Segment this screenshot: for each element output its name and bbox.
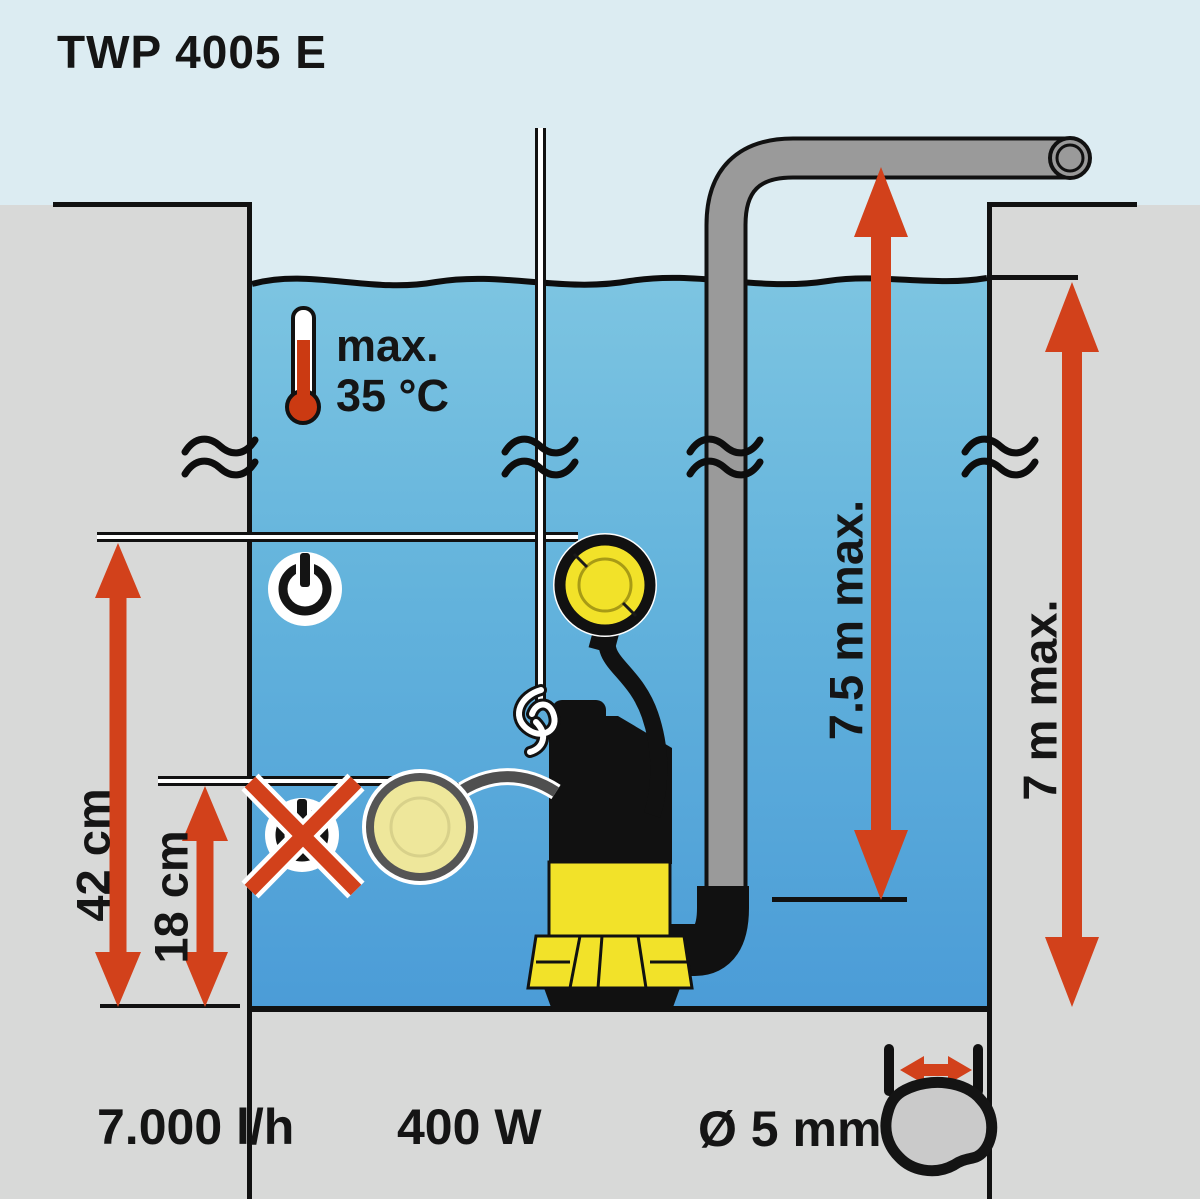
float-switch-inactive [362,768,561,885]
pebble-icon [880,1044,998,1177]
submersible-pump [526,700,694,1010]
rope [535,128,546,708]
float-cable [598,626,668,818]
immersion-depth-label: 7 m max. [1013,599,1067,801]
rope-knot [513,684,561,758]
pump-body-yellow [547,860,672,940]
switch-off-level-label: 18 cm [144,830,198,964]
switch-on-level-label: 42 cm [66,788,120,922]
arrow-7p5m [854,167,908,900]
switch-on-level-line [97,532,578,542]
pump-base [526,934,694,990]
pit-floor [252,1010,987,1199]
break-marks [181,435,1039,479]
ground-reference-tick [100,1004,240,1008]
pump-motor-housing [549,716,672,864]
arrow-7m [1045,282,1099,1007]
arrow-18cm [182,786,228,1007]
flow-rate-label: 7.000 l/h [97,1099,295,1155]
power-on-icon [268,552,342,626]
right-wall-outline [987,202,1137,207]
pump-outlet-tick [772,897,907,902]
break-mark-left-wall [181,435,259,479]
measure-arrows [95,167,1099,1007]
break-mark-rope [501,435,579,479]
water-level-tick [988,275,1078,280]
float-switch-active [553,533,668,818]
break-mark-pipe [686,435,764,479]
discharge-pipe [704,136,1092,900]
diameter-arrow-icon [900,1056,972,1084]
cross-icon [241,773,365,899]
water-surface [251,250,988,289]
thermometer-icon [285,306,321,425]
break-mark-right-wall [961,435,1039,479]
pump-outlet-elbow [648,886,749,976]
pump-feet [544,988,680,1010]
arrow-42cm [95,543,141,1007]
float-cable [451,771,559,800]
power-label: 400 W [397,1099,542,1155]
particle-size-label: Ø 5 mm [698,1101,882,1157]
right-ground-wall [987,205,1200,1199]
power-off-crossed-icon [241,773,365,899]
temperature-value: 35 °C [336,370,450,421]
delivery-head-label: 7.5 m max. [819,499,873,741]
left-wall-outline [53,202,252,207]
product-title: TWP 4005 E [57,26,327,78]
switch-off-level-line [158,776,398,786]
temperature-max-label: max. [336,320,439,371]
